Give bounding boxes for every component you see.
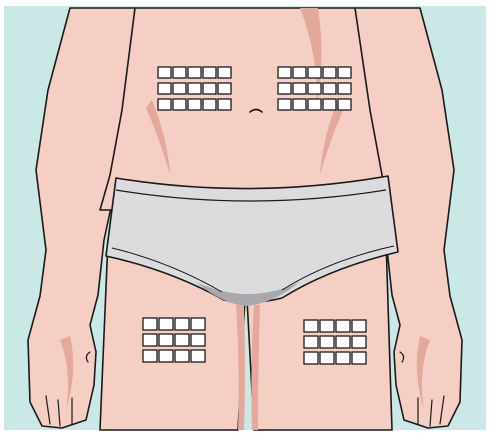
injection-site-square [278,83,291,94]
injection-site-square [191,350,205,362]
injection-site-square [338,67,351,78]
injection-site-square [173,99,186,110]
injection-site-square [278,67,291,78]
injection-site-square [173,67,186,78]
injection-site-square [308,83,321,94]
injection-site-square [175,318,189,330]
injection-site-square [278,99,291,110]
injection-site-square [308,99,321,110]
injection-site-square [143,350,157,362]
injection-site-square [218,67,231,78]
injection-site-square [203,67,216,78]
injection-site-square [336,320,350,332]
injection-site-square [352,352,366,364]
injection-site-square [293,67,306,78]
injection-site-square [173,83,186,94]
injection-zone-abdomen-left [158,67,231,110]
injection-site-square [338,83,351,94]
injection-site-square [352,336,366,348]
injection-site-square [143,334,157,346]
injection-site-square [336,352,350,364]
injection-site-square [218,83,231,94]
injection-site-square [323,67,336,78]
injection-site-square [323,83,336,94]
injection-site-square [323,99,336,110]
injection-site-square [293,99,306,110]
injection-site-square [159,350,173,362]
injection-site-square [158,83,171,94]
injection-site-square [304,336,318,348]
injection-site-square [308,67,321,78]
injection-site-square [191,334,205,346]
injection-site-square [304,320,318,332]
injection-site-square [159,318,173,330]
injection-site-square [175,334,189,346]
injection-site-square [320,352,334,364]
injection-site-square [203,83,216,94]
injection-site-square [336,336,350,348]
injection-site-square [320,336,334,348]
injection-site-square [218,99,231,110]
injection-site-square [293,83,306,94]
injection-site-square [320,320,334,332]
injection-site-square [352,320,366,332]
injection-site-square [175,350,189,362]
injection-site-square [143,318,157,330]
injection-zone-abdomen-right [278,67,351,110]
injection-site-square [159,334,173,346]
injection-site-square [188,67,201,78]
injection-site-square [191,318,205,330]
injection-site-square [188,83,201,94]
injection-site-square [158,67,171,78]
injection-site-square [188,99,201,110]
injection-site-square [203,99,216,110]
injection-site-square [338,99,351,110]
injection-site-square [158,99,171,110]
injection-site-square [304,352,318,364]
